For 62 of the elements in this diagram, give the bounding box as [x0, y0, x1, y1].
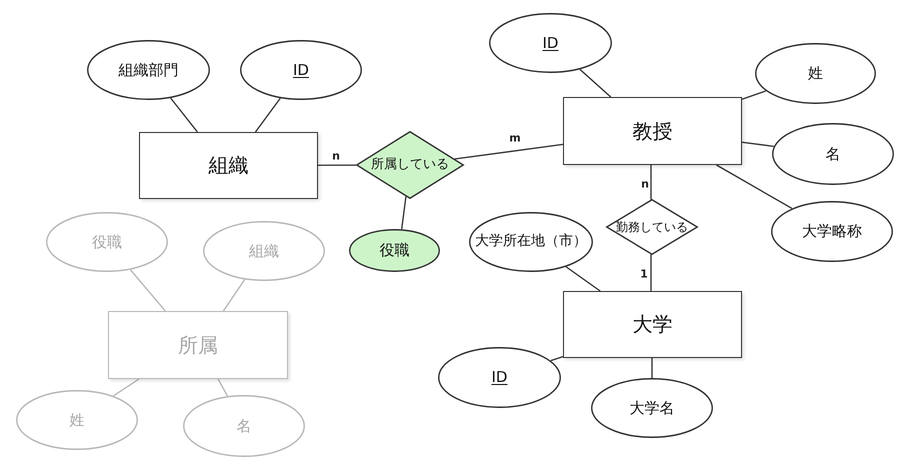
entity-box — [108, 311, 288, 379]
attribute-ellipse — [183, 395, 305, 457]
entity-box — [563, 97, 742, 165]
entity-name: 教授 — [632, 118, 672, 144]
cardinality-label: n — [640, 178, 650, 190]
connector-line — [651, 358, 653, 378]
connector-line — [113, 378, 140, 396]
entity-name: 所属 — [178, 332, 218, 358]
attribute-name: 姓 — [70, 410, 84, 430]
connector-line — [130, 269, 166, 312]
attribute-name: ID — [542, 34, 558, 52]
entity-name: 大学 — [632, 312, 672, 337]
connector-line — [742, 90, 766, 100]
attribute-name: 大学名 — [630, 398, 674, 418]
connector-line — [222, 279, 246, 312]
attribute-name: 姓 — [808, 64, 823, 83]
attribute-ellipse — [489, 13, 612, 73]
connector-line — [401, 196, 407, 230]
connector-line — [579, 68, 612, 98]
attribute-name: ID — [293, 60, 309, 80]
connector-line — [170, 98, 198, 132]
relationship-name: 勤務している — [616, 220, 688, 234]
attribute-name: 組織 — [249, 242, 279, 260]
cardinality-label: m — [508, 132, 522, 144]
attribute-name: ID — [492, 368, 508, 387]
attribute-ellipse — [46, 212, 168, 272]
attribute-ellipse — [240, 40, 362, 100]
attribute-name: 大学略称 — [802, 222, 862, 241]
attribute-ellipse — [438, 347, 561, 408]
cardinality-label: n — [331, 150, 341, 162]
connector-line — [550, 356, 564, 362]
attribute-ellipse — [469, 212, 593, 272]
connector-line — [716, 164, 792, 210]
attribute-ellipse — [772, 123, 894, 185]
connector-line — [318, 164, 356, 166]
attribute-name: 名 — [236, 416, 252, 436]
entity-box — [139, 132, 318, 199]
attribute-ellipse — [203, 221, 325, 281]
attribute-name: 大学所在地（市） — [475, 233, 587, 251]
connector-line — [650, 254, 652, 291]
attribute-ellipse — [771, 201, 893, 262]
connector-line — [650, 165, 652, 200]
relationship-diamond — [356, 131, 464, 199]
attribute-ellipse — [755, 43, 876, 104]
attribute-ellipse — [591, 378, 713, 438]
connector-line — [254, 98, 281, 132]
connector-line — [218, 378, 228, 396]
attribute-name: 役職 — [92, 232, 122, 252]
relationship-diamond — [606, 199, 698, 255]
attribute-name: 役職 — [380, 241, 410, 260]
connector-line — [566, 266, 601, 292]
attribute-name: 組織部門 — [118, 60, 178, 80]
connector-line — [742, 142, 774, 148]
relationship-name: 所属している — [371, 156, 449, 174]
attribute-ellipse — [87, 40, 210, 100]
entity-box — [563, 291, 742, 358]
attribute-ellipse — [16, 390, 138, 450]
cardinality-label: 1 — [639, 268, 649, 280]
connector-line — [454, 144, 564, 160]
attribute-ellipse — [349, 229, 440, 272]
entity-name: 組織 — [208, 153, 248, 178]
attribute-name: 名 — [826, 144, 840, 164]
